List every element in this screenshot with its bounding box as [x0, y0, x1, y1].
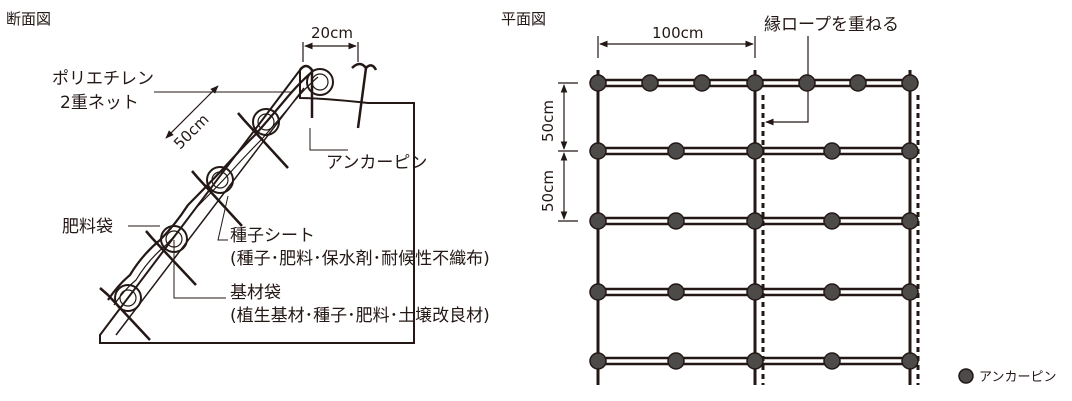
anchor-pin-dot: [746, 283, 764, 301]
plan-width-dim-label: 100cm: [652, 24, 704, 42]
anchor-pin-dot: [901, 352, 919, 370]
anchor-pin-dot: [667, 352, 685, 370]
bag-circle: [114, 284, 142, 312]
anchor-pin-dot: [823, 142, 841, 160]
plan-labels: 100cm 縁ロープを重ねる 50cm 50cm アンカーピン: [539, 15, 1056, 385]
anchor-pin-dot: [667, 283, 685, 301]
anchor-pin-dot: [798, 74, 816, 92]
anchor-pin-dot: [901, 283, 919, 301]
anchor-pin-dot: [589, 212, 607, 230]
bag-circle: [206, 166, 234, 194]
bag-circle: [306, 68, 334, 96]
spacing-dim-label: 50cm: [170, 110, 212, 152]
bag-circle: [252, 108, 280, 136]
anchor-pin-dot: [589, 142, 607, 160]
base-bag-label-line2: (植生基材･種子･肥料･土壌改良材): [230, 306, 490, 326]
plan-title: 平面図: [501, 10, 546, 28]
anchor-pins-top: [299, 62, 378, 129]
overlap-ropes: [761, 95, 920, 385]
anchor-pin-dot: [823, 352, 841, 370]
plan-height-dim-label-1: 50cm: [539, 100, 557, 142]
anchor-pin-dot: [901, 74, 919, 92]
anchor-pin-dot: [746, 142, 764, 160]
plan-anchor-pins: [589, 74, 974, 384]
slope-outline: [99, 67, 415, 344]
seed-sheet-label-line1: 種子シート: [230, 226, 315, 246]
anchor-pin-dot: [589, 352, 607, 370]
fertilizer-bag-label: 肥料袋: [62, 217, 113, 237]
bag-circle: [257, 113, 275, 131]
legend-label: アンカーピン: [979, 370, 1056, 385]
bag-group: [114, 68, 334, 312]
net-surface-2: [113, 76, 319, 306]
anchor-pin-dot: [746, 352, 764, 370]
bag-circle: [311, 73, 329, 91]
anchor-pin-dot: [589, 283, 607, 301]
anchor-pin-dot: [667, 142, 685, 160]
seed-sheet-label-line2: (種子･肥料･保水剤･耐候性不織布): [230, 249, 490, 269]
anchor-pin-dot: [823, 283, 841, 301]
section-title: 断面図: [6, 10, 51, 28]
anchor-pin-label: アンカーピン: [326, 153, 427, 173]
plan-height-dim-label-2: 50cm: [539, 170, 557, 212]
anchor-pin-dot: [901, 142, 919, 160]
anchor-pin-dot: [746, 212, 764, 230]
width-dim-label: 20cm: [311, 24, 353, 42]
slope-inner-line: [115, 87, 305, 336]
bag-circle: [211, 171, 229, 189]
legend-dot-icon: [958, 368, 974, 384]
net-label-line1: ポリエチレン: [52, 69, 154, 89]
net-surface: [107, 71, 313, 301]
rope-label: 縁ロープを重ねる: [764, 15, 899, 35]
bag-circle: [119, 289, 137, 307]
anchor-pin-dot: [641, 74, 659, 92]
base-bag-label-line1: 基材袋: [230, 283, 281, 303]
anchor-pin-dot: [746, 74, 764, 92]
anchor-pin-dot: [589, 74, 607, 92]
anchor-pins-diagonal: [99, 112, 289, 341]
anchor-pin-dot: [849, 74, 867, 92]
net-label-line2: 2重ネット: [60, 93, 139, 113]
anchor-pin-dot: [823, 212, 841, 230]
anchor-pin-dot: [901, 212, 919, 230]
anchor-pin-dot: [667, 212, 685, 230]
section-labels: 20cm ポリエチレン 2重ネット 50cm アンカーピン 肥料袋 種子シート …: [52, 24, 490, 326]
anchor-pin-dot: [693, 74, 711, 92]
section-drawing: [99, 42, 415, 344]
